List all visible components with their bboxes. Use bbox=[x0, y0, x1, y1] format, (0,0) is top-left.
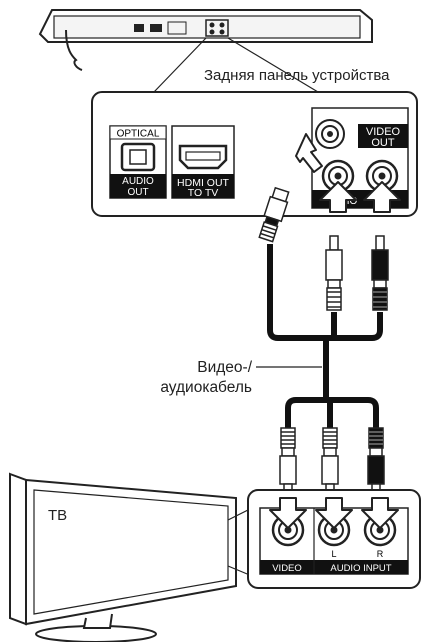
tv-input-panel bbox=[247, 489, 421, 589]
rear-panel-label: Задняя панель устройства bbox=[204, 67, 390, 84]
player-rear-panel: OPTICAL AUDIO OUT HDMI OUT TO TV bbox=[91, 91, 418, 217]
hdmi-out-label-1: HDMI OUT bbox=[177, 177, 229, 189]
audio-out-label-1: AUDIO bbox=[122, 176, 154, 187]
arrow-tv-audio-right-jack bbox=[361, 497, 399, 529]
player-device bbox=[38, 9, 373, 43]
top-plugs bbox=[258, 186, 389, 311]
power-cord bbox=[65, 29, 83, 71]
audio-partial-label: IO bbox=[347, 196, 358, 207]
hdmi-out-label-2: TO TV bbox=[188, 187, 219, 199]
tv-left-label: L bbox=[331, 549, 336, 559]
arrow-audio-left-jack bbox=[319, 181, 357, 213]
tv-video-label: VIDEO bbox=[272, 563, 302, 574]
tv-audio-input-label: AUDIO INPUT bbox=[330, 563, 391, 574]
av-cable bbox=[267, 244, 383, 428]
hdmi-port bbox=[171, 125, 235, 199]
arrow-tv-audio-left-jack bbox=[315, 497, 353, 529]
tv-set bbox=[9, 472, 237, 642]
tv-right-label: R bbox=[377, 549, 384, 559]
arrow-video-jack bbox=[295, 133, 323, 173]
callout-lines bbox=[153, 37, 319, 93]
optical-label: OPTICAL bbox=[117, 129, 160, 140]
arrow-tv-video-jack bbox=[269, 497, 307, 529]
optical-port bbox=[109, 125, 167, 199]
tv-label: ТВ bbox=[48, 507, 67, 524]
cable-label-line-2: аудиокабель bbox=[160, 379, 252, 396]
cable-label-line-1: Видео-/ bbox=[197, 359, 252, 376]
audio-out-label-2: OUT bbox=[127, 187, 148, 198]
arrow-audio-right-jack bbox=[363, 181, 401, 213]
video-out-label-1: VIDEO bbox=[366, 126, 401, 138]
video-out-label-2: OUT bbox=[371, 137, 395, 149]
